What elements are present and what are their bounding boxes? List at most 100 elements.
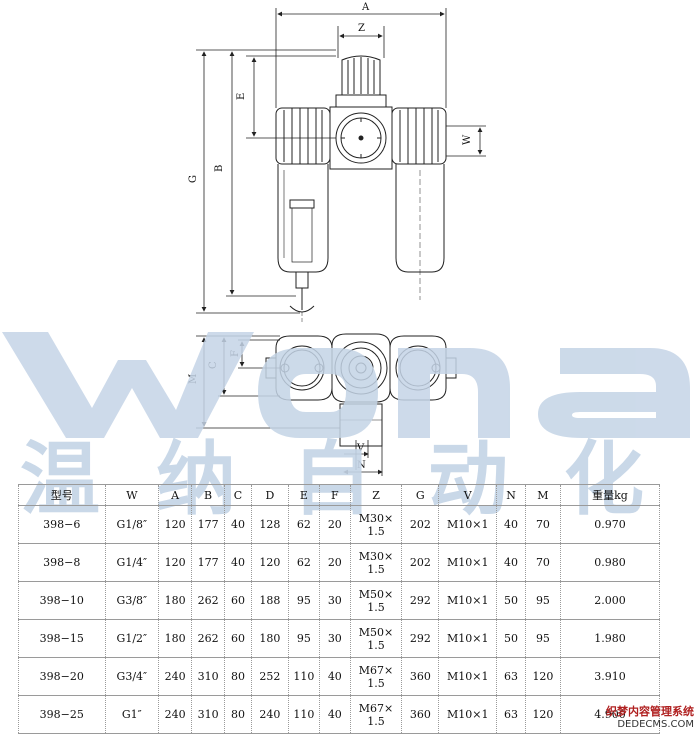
table-cell: 62 [287,505,320,544]
table-cell: G1″ [104,695,160,734]
dim-label-e: E [236,93,247,100]
table-cell: 60 [224,619,252,658]
table-cell: 63 [496,657,526,696]
table-cell: 80 [224,657,252,696]
table-cell: 202 [401,505,440,544]
table-cell: 30 [318,581,351,620]
table-cell: 40 [224,505,252,544]
table-cell: M67× 1.5 [349,695,403,734]
table-cell: 20 [318,505,351,544]
table-cell: M30× 1.5 [349,543,403,582]
column-header: M [524,484,561,506]
table-cell: 4.900 [559,695,661,734]
table-cell: 262 [191,619,226,658]
table-cell: M30× 1.5 [349,505,403,544]
table-cell: 60 [224,581,252,620]
dim-label-b: B [214,165,225,172]
table-cell: 2.000 [559,581,661,620]
table-cell: 398−20 [18,657,106,696]
table-cell: 180 [158,581,193,620]
table-cell: 110 [287,695,320,734]
table-cell: 360 [401,657,440,696]
table-cell: 360 [401,695,440,734]
dim-label-n: N [357,460,366,471]
table-cell: 398−6 [18,505,106,544]
table-cell: 95 [287,619,320,658]
table-cell: 180 [250,619,289,658]
table-cell: 20 [318,543,351,582]
table-cell: 63 [496,695,526,734]
table-cell: 110 [287,657,320,696]
table-cell: 202 [401,543,440,582]
table-cell: 40 [224,543,252,582]
column-header: C [224,484,252,506]
table-cell: 240 [158,657,193,696]
dim-label-w: W [462,134,473,145]
table-cell: M10×1 [438,619,498,658]
table-cell: 30 [318,619,351,658]
table-cell: 3.910 [559,657,661,696]
table-cell: M50× 1.5 [349,619,403,658]
table-cell: 50 [496,619,526,658]
table-cell: 180 [158,619,193,658]
column-header: E [287,484,320,506]
column-header: B [191,484,226,506]
table-cell: 240 [250,695,289,734]
table-cell: 310 [191,695,226,734]
table-cell: M10×1 [438,581,498,620]
front-view [196,8,486,322]
table-cell: 95 [287,581,320,620]
table-cell: 40 [318,657,351,696]
table-cell: 120 [158,543,193,582]
table-cell: M67× 1.5 [349,657,403,696]
table-cell: 80 [224,695,252,734]
table-cell: 252 [250,657,289,696]
table-cell: G1/8″ [104,505,160,544]
column-header: 重量kg [559,484,661,506]
table-cell: 50 [496,581,526,620]
table-cell: 62 [287,543,320,582]
table-cell: M10×1 [438,657,498,696]
table-cell: G1/4″ [104,543,160,582]
column-header: Z [349,484,403,506]
table-cell: 398−10 [18,581,106,620]
table-cell: 310 [191,657,226,696]
column-header: 型号 [18,484,106,506]
table-cell: M10×1 [438,505,498,544]
table-cell: 120 [524,657,561,696]
table-cell: 398−25 [18,695,106,734]
table-cell: 128 [250,505,289,544]
table-cell: M50× 1.5 [349,581,403,620]
table-cell: 95 [524,619,561,658]
table-cell: M10×1 [438,543,498,582]
dim-label-v: V [356,443,365,454]
dim-label-z: Z [358,23,365,34]
table-cell: 0.980 [559,543,661,582]
table-cell: 120 [524,695,561,734]
column-header: D [250,484,289,506]
column-header: G [401,484,440,506]
watermark-logo [2,332,690,438]
table-cell: 40 [496,505,526,544]
table-cell: 70 [524,543,561,582]
column-header: N [496,484,526,506]
table-cell: G3/8″ [104,581,160,620]
site-badge-title: 织梦内容管理系统 [606,705,694,718]
table-cell: 70 [524,505,561,544]
table-cell: G3/4″ [104,657,160,696]
dim-label-g: G [188,175,199,183]
table-cell: 177 [191,505,226,544]
column-header: W [104,484,160,506]
table-cell: 120 [158,505,193,544]
site-badge-domain: DEDECMS.COM [617,719,694,730]
column-header: F [318,484,351,506]
table-cell: 0.970 [559,505,661,544]
table-cell: 40 [496,543,526,582]
